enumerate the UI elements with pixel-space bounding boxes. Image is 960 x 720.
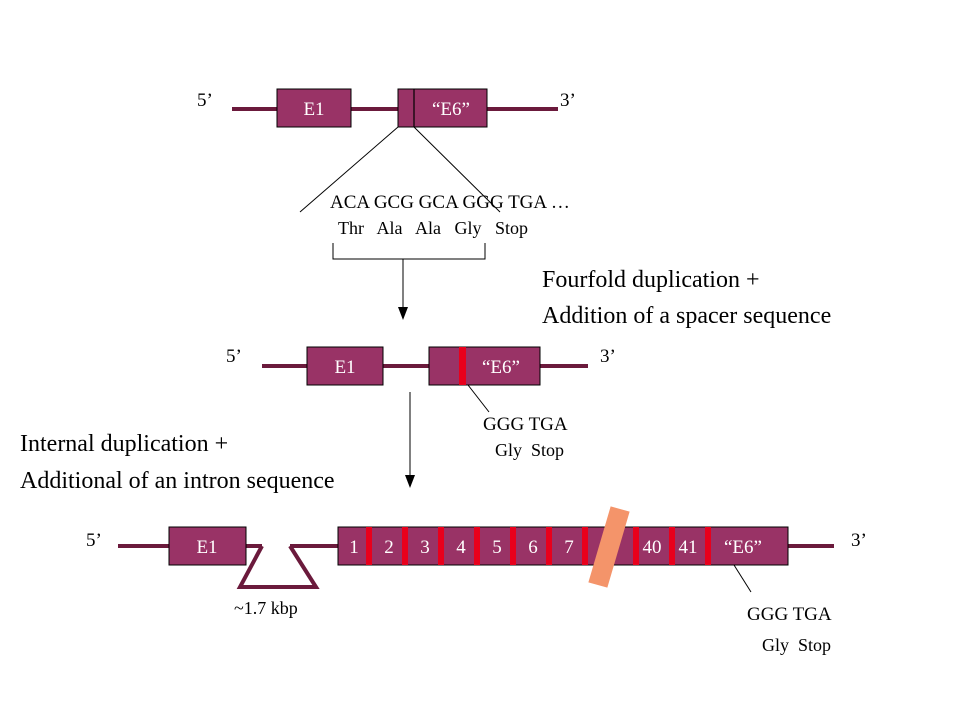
sequence-bracket [332, 243, 486, 260]
stop-marker [705, 527, 711, 565]
gene-row-3: E1 1 2 3 4 5 6 7 40 41 “E6” 5’ 3’ ~1.7 kbp GGG T… [86, 506, 867, 655]
repeat-array-block [337, 526, 789, 566]
repeat-label: 40 [643, 537, 662, 558]
repeat-label: 1 [349, 537, 359, 558]
exon-e1-label: E1 [196, 537, 217, 558]
intron-size-label: ~1.7 kbp [234, 598, 298, 618]
stop-marker [366, 527, 372, 565]
codon-sequence: GGG TGA [483, 414, 568, 435]
spacer-insert-block [588, 506, 630, 588]
stop-marker [474, 527, 480, 565]
exon-e6-label: “E6” [724, 537, 762, 558]
amino-acid-sequence: Gly Stop [762, 635, 831, 655]
five-prime-label: 5’ [226, 346, 242, 367]
five-prime-label: 5’ [86, 530, 102, 551]
repeat-label: 5 [492, 537, 502, 558]
repeat-label: 7 [564, 537, 574, 558]
stop-marker [582, 527, 588, 565]
caption-fourfold-line1: Fourfold duplication + [542, 267, 760, 293]
three-prime-label: 3’ [600, 346, 616, 367]
exon-e6-label: “E6” [432, 99, 470, 120]
repeat-labels: 1 2 3 4 5 6 7 40 41 [349, 537, 697, 558]
repeat-label: 3 [420, 537, 430, 558]
codon-sequence: ACA GCG GCA GGG TGA … [330, 192, 570, 213]
intron-loop [236, 544, 320, 589]
gene-row-1: E1 “E6” 5’ 3’ ACA GCG GCA GGG TGA … Thr … [197, 88, 576, 320]
caption-internal-line1: Internal duplication + [20, 431, 228, 457]
codon-sequence: GGG TGA [747, 604, 832, 625]
exon-e1-label: E1 [303, 99, 324, 120]
three-prime-label: 3’ [560, 90, 576, 111]
pointer-line [733, 564, 752, 593]
stop-marker [510, 527, 516, 565]
caption-fourfold: Fourfold duplication + Addition of a spa… [542, 267, 831, 329]
stop-marker [669, 527, 675, 565]
caption-internal: Internal duplication + Additional of an … [20, 431, 335, 494]
exon-e6-block [428, 346, 541, 386]
gene-row-2: E1 “E6” 5’ 3’ GGG TGA Gly Stop [226, 346, 616, 488]
amino-acid-sequence: Gly Stop [495, 440, 564, 460]
caption-internal-line2: Additional of an intron sequence [20, 468, 335, 494]
amino-acid-sequence: Thr Ala Ala Gly Stop [338, 218, 528, 238]
exon-e1-label: E1 [334, 357, 355, 378]
exon-e6-label: “E6” [482, 357, 520, 378]
repeat-label: 6 [528, 537, 538, 558]
stop-marker [633, 527, 639, 565]
stop-marker [546, 527, 552, 565]
down-arrow-icon [398, 307, 408, 320]
exon-e1 [276, 88, 352, 128]
pointer-line [467, 384, 490, 413]
three-prime-label: 3’ [851, 530, 867, 551]
exon-e1 [168, 526, 247, 566]
five-prime-label: 5’ [197, 90, 213, 111]
repeat-label: 2 [384, 537, 394, 558]
zoom-line-right [413, 126, 501, 213]
exon-e6-block [397, 88, 488, 128]
repeat-label: 4 [456, 537, 466, 558]
repeat-label: 41 [679, 537, 698, 558]
zoom-line-left [299, 126, 399, 213]
stop-marker [459, 347, 466, 385]
caption-fourfold-line2: Addition of a spacer sequence [542, 303, 831, 329]
down-arrow-icon [405, 475, 415, 488]
stop-marker [402, 527, 408, 565]
exon-e1 [306, 346, 384, 386]
stop-marker [438, 527, 444, 565]
repeat-stop-markers [366, 527, 711, 565]
